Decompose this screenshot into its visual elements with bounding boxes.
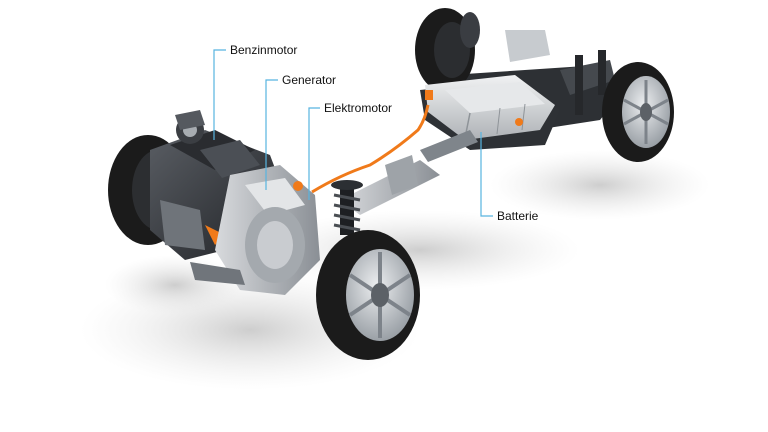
front-strut bbox=[331, 180, 363, 235]
leader-line-battery bbox=[480, 132, 493, 217]
rear-right-wheel bbox=[602, 62, 674, 162]
label-elektromotor: Elektromotor bbox=[324, 101, 393, 115]
leader-line-generator bbox=[265, 79, 278, 190]
transaxle-generator-motor bbox=[190, 165, 320, 295]
battery-pack bbox=[420, 75, 560, 150]
exhaust-tunnel bbox=[340, 130, 478, 215]
leader-lines bbox=[213, 49, 493, 217]
leader-line-engine bbox=[213, 49, 226, 140]
label-batterie: Batterie bbox=[497, 209, 539, 223]
hv-cable bbox=[311, 104, 430, 194]
label-generator: Generator bbox=[282, 73, 337, 87]
rear-left-wheel bbox=[415, 8, 480, 92]
label-benzinmotor: Benzinmotor bbox=[230, 43, 298, 57]
leader-line-motor bbox=[308, 107, 320, 200]
front-right-wheel bbox=[316, 230, 420, 360]
